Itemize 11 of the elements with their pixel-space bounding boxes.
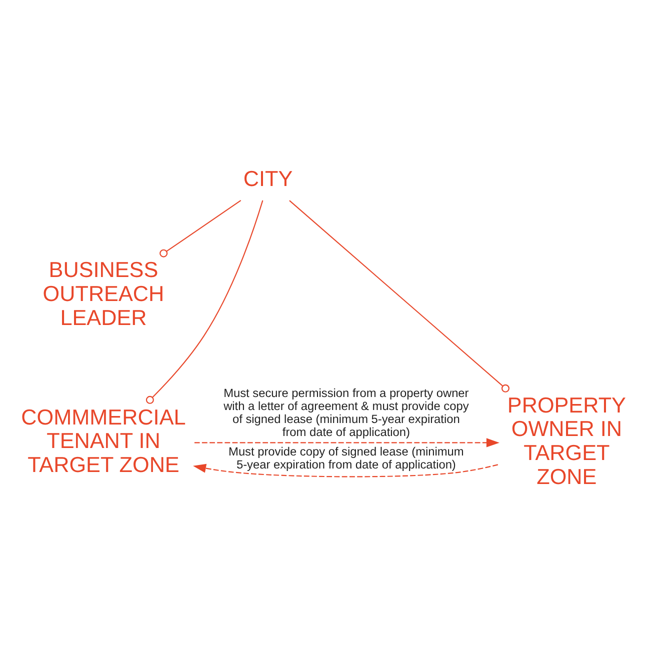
node-text: BUSINESS OUTREACH LEADER: [42, 256, 164, 330]
arrow: [192, 463, 498, 477]
node-text: CITY: [243, 166, 293, 191]
connector: [160, 200, 242, 257]
node-text: COMMMERCIAL TENANT IN TARGET ZONE: [21, 404, 186, 476]
node-text: PROPERTY OWNER IN TARGET ZONE: [507, 392, 626, 488]
arrow: [194, 438, 500, 447]
edge-label: Must provide copy of signed lease (minimum 5-year expiration from date of application): [228, 444, 464, 471]
edge-label: Must secure permission from a property owner with a letter of agreement & must provide copy of signed lease (minimum 5-year expiration from date of application): [224, 386, 469, 439]
connector: [146, 200, 264, 404]
connector: [289, 200, 510, 392]
